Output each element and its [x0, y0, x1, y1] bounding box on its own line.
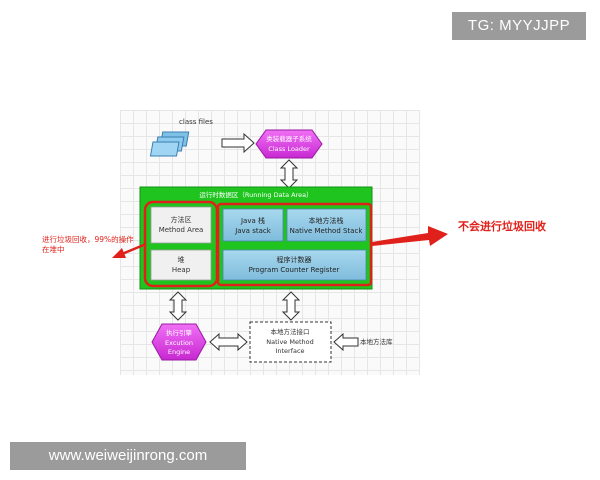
arrow-runtime-exec [168, 291, 188, 321]
java-stack-box [222, 208, 284, 242]
native-interface-en1: Native Method [266, 338, 314, 346]
exec-engine-en2: Engine [168, 348, 190, 356]
gc-left-annotation-line2: 在堆中 [42, 244, 65, 254]
execution-engine-hexagon [151, 323, 207, 361]
arrow-exec-native-interface [209, 332, 248, 352]
heap-box [150, 249, 212, 281]
site-watermark: www.weiweijinrong.com [10, 442, 246, 470]
exec-engine-cn: 执行引擎 [166, 328, 193, 337]
pc-register-cn: 程序计数器 [277, 255, 312, 264]
native-interface-en2: Interface [275, 347, 304, 355]
java-stack-cn: Java 栈 [240, 216, 265, 225]
native-interface-box [249, 321, 332, 363]
native-lib-label: 本地方法库 [360, 337, 393, 346]
method-area-box [150, 206, 212, 244]
tg-watermark: TG: MYYJJPP [452, 12, 586, 40]
arrow-runtime-native-interface [281, 291, 301, 321]
class-files-icon [149, 131, 190, 157]
java-stack-en: Java stack [234, 227, 272, 235]
pc-register-en: Program Counter Register [249, 266, 340, 274]
no-gc-highlight-right [216, 202, 373, 287]
class-files-label: class files [179, 118, 213, 126]
class-loader-hexagon [255, 129, 323, 159]
red-arrow-right [372, 226, 448, 246]
pc-register-box [222, 249, 367, 281]
heap-en: Heap [172, 266, 191, 274]
runtime-data-area-label: 运行时数据区（Running Data Area） [199, 190, 312, 199]
native-stack-en: Native Method Stack [290, 227, 364, 235]
exec-engine-en1: Excution [165, 339, 193, 347]
arrow-loader-runtime [279, 159, 299, 189]
class-loader-en: Class Loader [268, 145, 310, 153]
arrow-to-class-loader [221, 132, 255, 154]
native-interface-cn: 本地方法接口 [271, 327, 310, 336]
heap-cn: 堆 [178, 255, 185, 264]
native-stack-box [286, 208, 367, 242]
method-area-en: Method Area [159, 226, 204, 234]
class-loader-cn: 类装载器子系统 [266, 134, 312, 143]
no-gc-annotation: 不会进行垃圾回收 [458, 219, 546, 233]
arrow-native-lib-to-interface [333, 332, 359, 352]
method-area-cn: 方法区 [171, 215, 192, 224]
red-arrow-left [112, 242, 147, 258]
gc-left-annotation-line1: 进行垃圾回收，99%的操作 [42, 234, 134, 244]
native-stack-cn: 本地方法栈 [309, 216, 344, 225]
